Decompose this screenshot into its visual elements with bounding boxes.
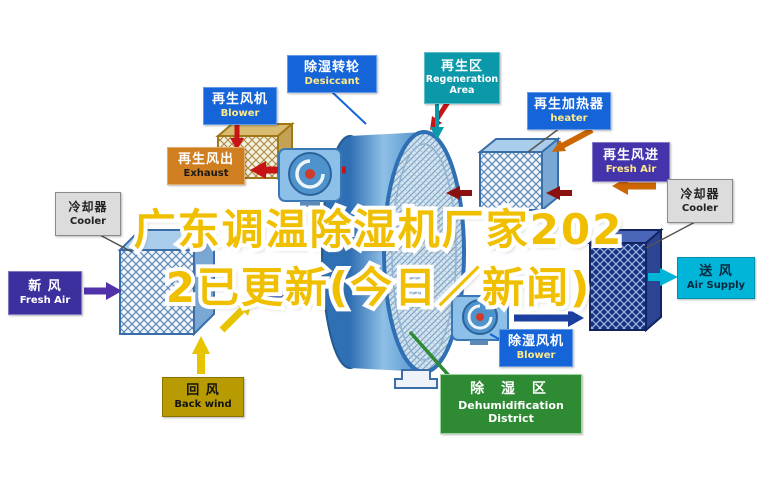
arrow-air-supply-out [648, 268, 678, 286]
mixing-box [117, 227, 217, 337]
label-dehumid-district-zh: 除 湿 区 [470, 381, 552, 398]
arrow-regen-area-down [430, 102, 444, 140]
label-cooler-left-zh: 冷却器 [68, 200, 108, 215]
label-fresh-air: 新 风 Fresh Air [8, 271, 82, 315]
label-fresh-air-en: Fresh Air [19, 295, 71, 307]
label-regen-blower: 再生风机 Blower [203, 87, 277, 125]
arrow-heater-top-orange [552, 127, 594, 152]
label-regen-fresh-air-zh: 再生风进 [602, 147, 659, 163]
label-cooler-left: 冷却器 Cooler [55, 192, 121, 236]
heater-coil [477, 136, 561, 213]
label-air-supply-en: Air Supply [686, 280, 746, 292]
label-regen-blower-en: Blower [220, 108, 260, 120]
label-desiccant-zh: 除湿转轮 [303, 59, 360, 75]
label-regen-heater-zh: 再生加热器 [533, 96, 604, 112]
label-exhaust-zh: 再生风出 [177, 151, 234, 167]
supply-fan [451, 295, 509, 345]
label-regeneration-area-zh: 再生区 [440, 58, 483, 74]
label-regen-blower-zh: 再生风机 [211, 91, 268, 107]
rotor-stand [394, 369, 438, 389]
arrow-into-heater [546, 186, 572, 200]
label-regeneration-area: 再生区 Regeneration Area [424, 52, 500, 104]
label-exhaust: 再生风出 Exhaust [167, 147, 245, 185]
label-dehumid-blower-en: Blower [516, 350, 556, 362]
arrow-fan-to-cooler [514, 309, 584, 327]
label-back-wind-zh: 回 风 [186, 382, 220, 398]
label-back-wind-en: Back wind [174, 399, 232, 411]
label-dehumid-district-en: Dehumidification District [458, 399, 564, 426]
label-air-supply-zh: 送 风 [699, 263, 733, 279]
label-dehumid-blower-zh: 除湿风机 [507, 333, 564, 349]
label-exhaust-en: Exhaust [183, 168, 229, 180]
label-back-wind: 回 风 Back wind [162, 377, 244, 417]
label-regen-fresh-air: 再生风进 Fresh Air [592, 142, 670, 182]
label-cooler-right: 冷却器 Cooler [667, 179, 733, 223]
label-cooler-right-en: Cooler [681, 202, 719, 214]
label-desiccant: 除湿转轮 Desiccant [287, 55, 377, 93]
label-cooler-left-en: Cooler [69, 215, 107, 227]
label-desiccant-en: Desiccant [304, 76, 360, 88]
label-dehumid-district: 除 湿 区 Dehumidification District [440, 374, 582, 434]
label-regen-fresh-air-en: Fresh Air [605, 164, 657, 176]
label-dehumid-blower: 除湿风机 Blower [499, 329, 573, 367]
regen-fan [278, 148, 342, 207]
rotor-wheel [321, 130, 466, 389]
arrow-return-diagonal [219, 302, 252, 333]
label-regen-heater-en: heater [550, 113, 588, 125]
label-regeneration-area-en: Regeneration Area [425, 74, 499, 96]
label-air-supply: 送 风 Air Supply [677, 257, 755, 299]
label-regen-heater: 再生加热器 heater [527, 92, 611, 130]
label-cooler-right-zh: 冷却器 [680, 187, 720, 202]
supply-cooler-coil [587, 227, 664, 333]
arrow-heater-to-rotor [446, 186, 472, 200]
arrow-mix-to-rotor [252, 285, 304, 303]
label-fresh-air-zh: 新 风 [28, 278, 62, 294]
arrow-fresh-air-in [84, 282, 122, 300]
arrow-back-wind-up [192, 336, 210, 374]
arrow-blower-label-down [230, 122, 244, 150]
